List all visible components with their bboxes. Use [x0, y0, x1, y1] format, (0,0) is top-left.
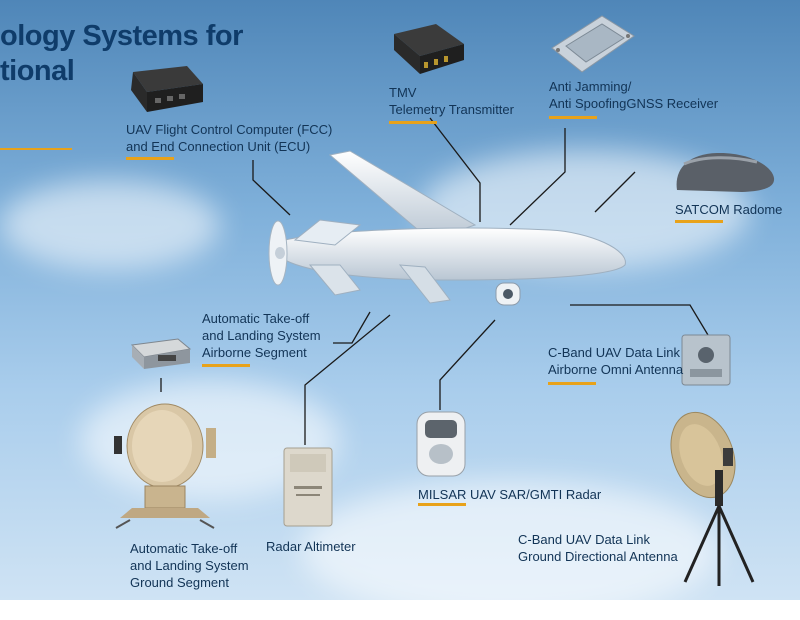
label-fcc: UAV Flight Control Computer (FCC) and En… [126, 121, 332, 155]
underline-satcom [675, 220, 723, 223]
label-altimeter: Radar Altimeter [266, 538, 356, 555]
label-cband-air: C-Band UAV Data Link Airborne Omni Anten… [548, 344, 683, 378]
underline-fcc [126, 157, 174, 160]
cloud [0, 180, 220, 270]
label-tmv-line1: TMV [389, 85, 417, 100]
label-milsar-line1: MILSAR UAV SAR/GMTI Radar [418, 487, 602, 502]
label-atol-air-line3: Airborne Segment [202, 345, 307, 360]
label-satcom: SATCOM Radome [675, 201, 782, 218]
underline-gnss [549, 116, 597, 119]
label-tmv: TMV Telemetry Transmitter [389, 84, 514, 118]
radar-altimeter-image [283, 447, 333, 527]
underline-tmv [389, 121, 437, 124]
uav-wing [328, 150, 477, 241]
milsar-radar-image [416, 411, 466, 477]
label-cband-ground-line1: C-Band UAV Data Link [518, 532, 650, 547]
label-milsar: MILSAR UAV SAR/GMTI Radar [418, 486, 601, 503]
label-altimeter-line1: Radar Altimeter [266, 539, 356, 554]
cloud [300, 480, 720, 620]
atol-airborne-image [130, 338, 192, 369]
underline-atol-air [202, 364, 250, 367]
label-cband-ground-line2: Ground Directional Antenna [518, 549, 678, 564]
label-cband-air-line2: Airborne Omni Antenna [548, 362, 684, 377]
cband-airborne-image [681, 334, 731, 386]
label-atol-air-line2: and Landing System [202, 328, 321, 343]
label-atol-ground: Automatic Take-off and Landing System Gr… [130, 540, 249, 591]
label-gnss: Anti Jamming/ Anti SpoofingGNSS Receiver [549, 78, 718, 112]
label-atol-ground-line1: Automatic Take-off [130, 541, 238, 556]
leader-lines [160, 117, 709, 445]
label-atol-air-line1: Automatic Take-off [202, 311, 310, 326]
label-atol-ground-line3: Ground Segment [130, 575, 230, 590]
page-title-line1: ology Systems for [0, 20, 243, 52]
label-gnss-line1: Anti Jamming/ [549, 79, 632, 94]
title-underline [0, 148, 72, 150]
label-cband-ground: C-Band UAV Data Link Ground Directional … [518, 531, 678, 565]
uav-aircraft [268, 150, 626, 306]
gnss-receiver-image [551, 15, 635, 73]
label-tmv-line2: Telemetry Transmitter [389, 102, 514, 117]
label-fcc-line2: and End Connection Unit (ECU) [126, 139, 311, 154]
atol-ground-image [114, 403, 216, 529]
cband-ground-antenna-image [670, 411, 755, 586]
label-satcom-line1: SATCOM Radome [675, 202, 783, 217]
uav-fuselage [284, 227, 626, 281]
tmv-image [394, 24, 464, 74]
fcc-unit-image [131, 66, 203, 112]
label-gnss-line2: Anti SpoofingGNSS Receiver [549, 96, 719, 111]
label-atol-ground-line2: and Landing System [130, 558, 249, 573]
underline-milsar [418, 503, 466, 506]
underline-cband-air [548, 382, 596, 385]
label-cband-air-line1: C-Band UAV Data Link [548, 345, 680, 360]
page-title-line2: tional [0, 55, 75, 87]
label-atol-air: Automatic Take-off and Landing System Ai… [202, 310, 321, 361]
label-fcc-line1: UAV Flight Control Computer (FCC) [126, 122, 333, 137]
satcom-radome-image [676, 152, 775, 192]
